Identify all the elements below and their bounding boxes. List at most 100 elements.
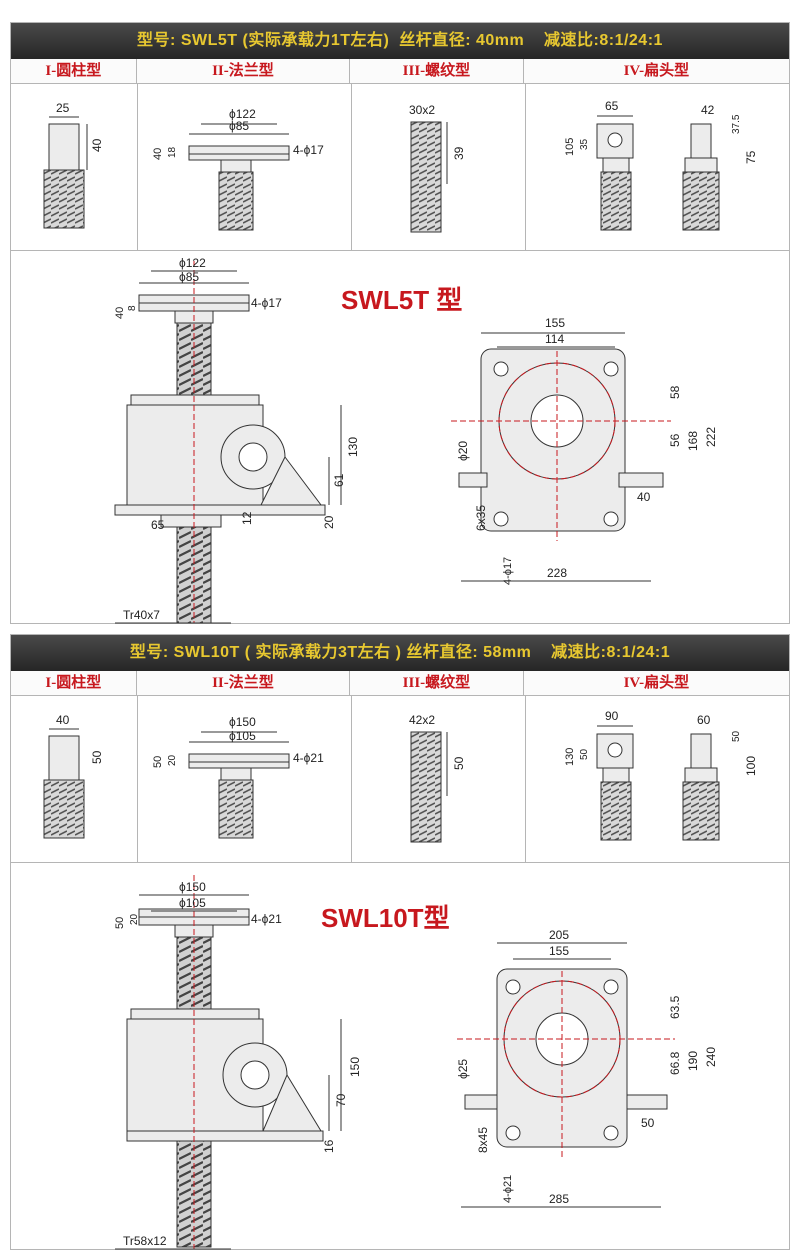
dim-label: 18 bbox=[167, 146, 178, 158]
dim-label: 240 bbox=[704, 1047, 718, 1067]
dim-label: 39 bbox=[452, 146, 466, 160]
dim-label: 190 bbox=[686, 1051, 700, 1071]
dim-label: 42 bbox=[701, 103, 715, 117]
flat-end-drawing: 65 105 35 42 37.5 75 bbox=[564, 99, 758, 231]
dim-label: 168 bbox=[686, 431, 700, 451]
dim-label: 37.5 bbox=[731, 114, 742, 134]
section-header: 型号: SWL10T ( 实际承载力3T左右 ) 丝杆直径: 58mm 减速比:… bbox=[11, 635, 789, 671]
dim-label: ϕ122 bbox=[179, 256, 206, 270]
top-view: 155 114 58 56 168 222 ϕ20 40 6x35 4-ϕ17 … bbox=[451, 316, 718, 585]
model-title: SWL10T型 bbox=[321, 903, 450, 933]
divider bbox=[525, 696, 526, 862]
dim-label: 4-ϕ21 bbox=[293, 751, 324, 765]
top-view: 205 155 63.5 66.8 190 240 ϕ25 50 8x45 4-… bbox=[456, 928, 718, 1208]
dim-label: 35 bbox=[579, 138, 590, 150]
assembly-drawing: SWL10T型 ϕ150 ϕ105 4-ϕ21 50 bbox=[114, 875, 718, 1250]
dim-label: 20 bbox=[129, 913, 140, 925]
type-row: I-圆柱型 II-法兰型 III-螺纹型 IV-扁头型 bbox=[11, 59, 789, 84]
dim-label: 50 bbox=[90, 750, 104, 764]
dim-label: ϕ105 bbox=[179, 896, 206, 910]
dim-label: 90 bbox=[605, 709, 619, 723]
dim-label: ϕ25 bbox=[456, 1059, 470, 1079]
assembly-drawing-area: SWL10T型 ϕ150 ϕ105 4-ϕ21 50 bbox=[11, 863, 789, 1251]
flat-end-drawing: 90 130 50 60 50 100 bbox=[564, 709, 758, 841]
model-title: SWL5T 型 bbox=[341, 285, 462, 315]
dim-label: Tr40x7 bbox=[123, 608, 160, 622]
dim-label: 40 bbox=[152, 148, 164, 160]
divider bbox=[137, 696, 138, 862]
dim-label: ϕ150 bbox=[179, 880, 206, 894]
dim-label: 8x45 bbox=[476, 1127, 490, 1153]
section-header: 型号: SWL5T (实际承载力1T左右) 丝杆直径: 40mm 减速比:8:1… bbox=[11, 23, 789, 59]
dim-label: 50 bbox=[152, 756, 164, 768]
dim-label: 4-ϕ17 bbox=[293, 143, 324, 157]
type-cylinder: I-圆柱型 bbox=[11, 59, 137, 83]
assembly-drawing: SWL5T 型 ϕ122 ϕ85 4-ϕ17 bbox=[114, 256, 718, 624]
dim-label: 25 bbox=[56, 101, 70, 115]
cylinder-end-drawing: 25 40 bbox=[43, 101, 104, 229]
dim-label: 155 bbox=[545, 316, 565, 330]
dim-label: 4-ϕ21 bbox=[502, 1175, 514, 1203]
dim-label: 105 bbox=[564, 138, 576, 156]
dim-label: 4-ϕ21 bbox=[251, 912, 282, 926]
dim-label: 40 bbox=[56, 713, 70, 727]
type-flange: II-法兰型 bbox=[137, 671, 351, 695]
dim-label: 50 bbox=[731, 730, 742, 742]
dim-label: 30x2 bbox=[409, 103, 435, 117]
divider bbox=[351, 84, 352, 250]
dim-label: 205 bbox=[549, 928, 569, 942]
assembly-drawing-area: SWL5T 型 ϕ122 ϕ85 4-ϕ17 bbox=[11, 251, 789, 625]
thread-end-drawing: 42x2 50 bbox=[409, 713, 466, 843]
end-type-thumbnails: 40 50 ϕ150 ϕ105 4-ϕ21 50 20 42x2 50 bbox=[11, 696, 789, 863]
dim-label: 58 bbox=[668, 385, 682, 399]
divider bbox=[137, 84, 138, 250]
thumbnail-drawings: 25 40 ϕ122 ϕ85 4-ϕ17 40 18 30x bbox=[43, 99, 758, 233]
dim-label: 285 bbox=[549, 1192, 569, 1206]
type-thread: III-螺纹型 bbox=[350, 671, 524, 695]
dim-label: 50 bbox=[452, 756, 466, 770]
dim-label: 40 bbox=[637, 490, 651, 504]
dim-label: ϕ105 bbox=[229, 729, 256, 743]
dim-label: 130 bbox=[346, 437, 360, 457]
cylinder-end-drawing: 40 50 bbox=[43, 713, 104, 839]
flange-end-drawing: ϕ150 ϕ105 4-ϕ21 50 20 bbox=[152, 715, 324, 839]
dim-label: 222 bbox=[704, 427, 718, 447]
dim-label: 65 bbox=[605, 99, 619, 113]
dim-label: 60 bbox=[697, 713, 711, 727]
spec-section-swl5t: 型号: SWL5T (实际承载力1T左右) 丝杆直径: 40mm 减速比:8:1… bbox=[10, 22, 790, 624]
dim-label: 40 bbox=[114, 307, 126, 319]
dim-label: 4-ϕ17 bbox=[251, 296, 282, 310]
dim-label: 16 bbox=[322, 1139, 336, 1153]
dim-label: ϕ122 bbox=[229, 107, 256, 121]
dim-label: ϕ20 bbox=[456, 441, 470, 461]
dim-label: 20 bbox=[322, 515, 336, 529]
dim-label: ϕ85 bbox=[229, 119, 249, 133]
type-row: I-圆柱型 II-法兰型 III-螺纹型 IV-扁头型 bbox=[11, 671, 789, 696]
dim-label: 20 bbox=[167, 754, 178, 766]
dim-label: 65 bbox=[151, 518, 165, 532]
type-flat: IV-扁头型 bbox=[623, 675, 690, 691]
flange-end-drawing: ϕ122 ϕ85 4-ϕ17 40 18 bbox=[152, 107, 324, 231]
dim-label: 50 bbox=[641, 1116, 655, 1130]
dim-label: ϕ85 bbox=[179, 270, 199, 284]
dim-label: 12 bbox=[240, 511, 254, 525]
thumbnail-drawings: 40 50 ϕ150 ϕ105 4-ϕ21 50 20 42x2 50 bbox=[43, 709, 758, 843]
dim-label: 75 bbox=[744, 150, 758, 164]
dim-label: 50 bbox=[579, 748, 590, 760]
dim-label: 66.8 bbox=[668, 1051, 682, 1075]
dim-label: 4-ϕ17 bbox=[502, 557, 514, 585]
dim-label: 61 bbox=[332, 473, 346, 487]
dim-label: 8 bbox=[127, 305, 138, 311]
type-cylinder: I-圆柱型 bbox=[11, 671, 137, 695]
dim-label: 42x2 bbox=[409, 713, 435, 727]
dim-label: 70 bbox=[334, 1093, 348, 1107]
dim-label: 100 bbox=[744, 756, 758, 776]
dim-label: ϕ150 bbox=[229, 715, 256, 729]
end-type-thumbnails: 25 40 ϕ122 ϕ85 4-ϕ17 40 18 30x bbox=[11, 84, 789, 251]
dim-label: 50 bbox=[114, 917, 126, 929]
type-flange: II-法兰型 bbox=[137, 59, 351, 83]
dim-label: Tr58x12 bbox=[123, 1234, 167, 1248]
dim-label: 130 bbox=[564, 748, 576, 766]
type-flat: IV-扁头型 bbox=[623, 63, 690, 79]
type-thread: III-螺纹型 bbox=[350, 59, 524, 83]
